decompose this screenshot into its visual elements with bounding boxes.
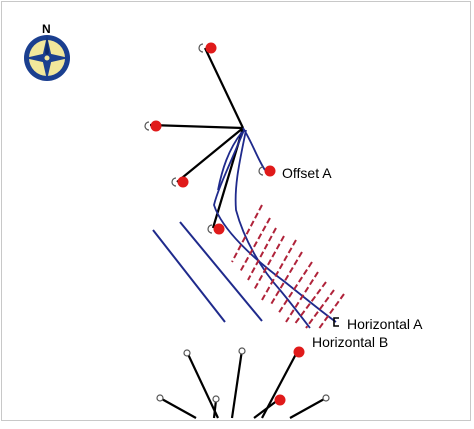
lower-well-marker-1	[293, 346, 305, 358]
offset-lines	[152, 221, 263, 323]
stage-line-10	[305, 289, 335, 329]
compass-needle-north	[45, 36, 49, 58]
stage-line-2	[239, 217, 271, 273]
stage-line-11	[317, 293, 345, 331]
lower-spoke-6	[212, 399, 218, 419]
compass-rose-icon: N	[24, 22, 70, 81]
lower-spoke-4	[253, 399, 279, 419]
well-marker-horizontal-a-toe	[333, 317, 339, 327]
upper-pad-spokes	[149, 47, 245, 229]
well-path-horizontal-a	[213, 129, 337, 323]
lower-well-marker-2	[274, 394, 286, 406]
lower-spoke-1	[186, 351, 219, 419]
well-paths	[213, 127, 337, 329]
well-markers	[144, 42, 339, 327]
stage-line-4	[253, 235, 285, 291]
well-path-horizontal-b	[234, 129, 311, 329]
stage-line-6	[269, 251, 303, 307]
lower-well-marker-7	[322, 394, 330, 402]
stage-line-5	[261, 239, 297, 301]
offset-line-2	[179, 221, 263, 322]
lower-spoke-7	[289, 397, 327, 419]
lower-well-markers	[156, 346, 330, 406]
compass-center	[43, 54, 51, 62]
well-marker-offset-a	[258, 165, 276, 177]
lower-well-marker-5	[156, 394, 164, 402]
lower-spoke-2	[230, 349, 244, 419]
well-marker-south	[207, 223, 225, 235]
spoke-southwest	[176, 127, 244, 183]
well-marker-west	[144, 120, 162, 132]
well-path-offset-a	[242, 127, 266, 171]
spoke-north	[204, 47, 244, 129]
compass-north-label: N	[42, 22, 51, 36]
stage-line-1	[231, 204, 263, 263]
label-horizontal-b: Horizontal B	[312, 334, 388, 350]
lower-well-marker-4	[238, 347, 246, 355]
stage-line-8	[285, 271, 319, 323]
label-offset-a: Offset A	[282, 165, 332, 181]
label-horizontal-a: Horizontal A	[347, 316, 423, 332]
offset-line-1	[152, 229, 226, 323]
well-marker-southwest	[171, 176, 189, 188]
lower-pad-spokes	[159, 349, 327, 419]
spoke-west	[149, 123, 244, 130]
lower-well-marker-6	[212, 395, 220, 403]
stage-line-3	[247, 227, 277, 281]
lower-spoke-5	[159, 397, 197, 419]
lower-well-marker-3	[183, 349, 191, 357]
well-marker-north	[198, 42, 217, 54]
stage-lines	[231, 204, 345, 331]
well-path-branch	[217, 131, 243, 191]
stage-line-7	[277, 261, 313, 315]
